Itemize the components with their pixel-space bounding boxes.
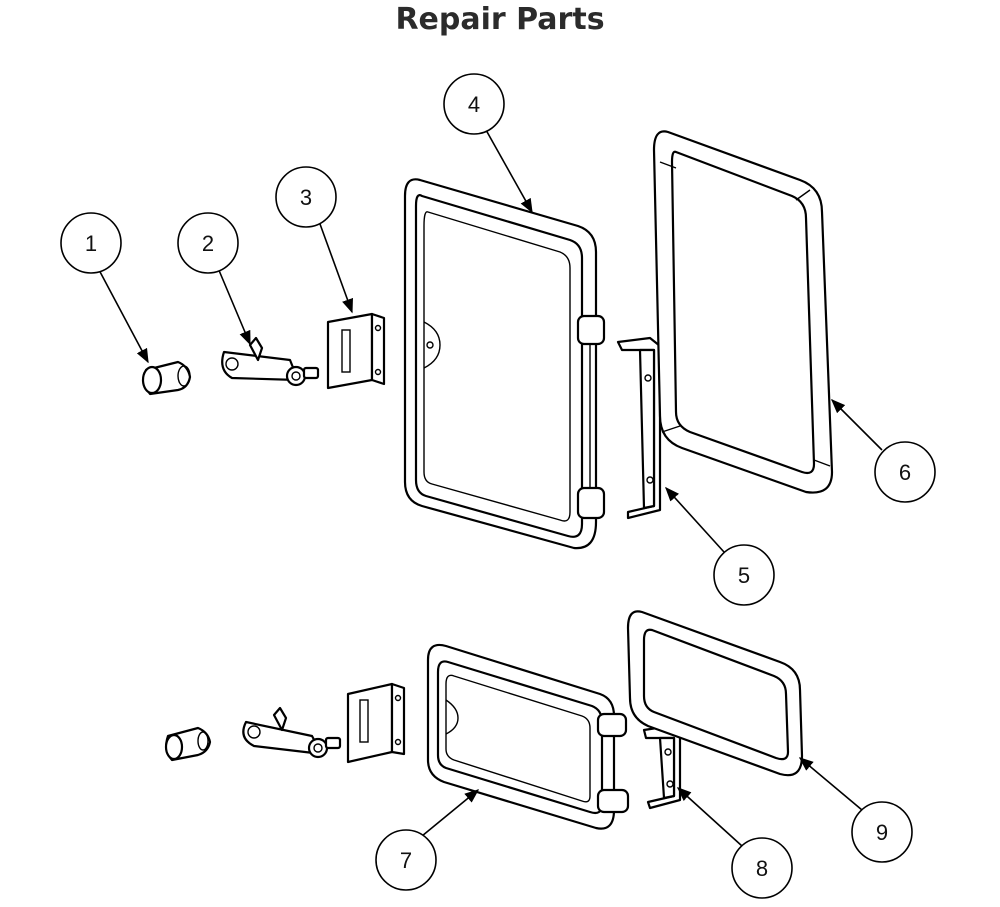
callout-4: 4 (443, 73, 505, 135)
bottom-keeper (346, 682, 406, 764)
svg-text:1: 1 (85, 231, 97, 256)
callout-6: 6 (874, 441, 936, 503)
callout-5: 5 (713, 544, 775, 606)
bottom-plug (164, 726, 212, 762)
callout-9: 9 (851, 801, 913, 863)
svg-text:6: 6 (899, 460, 911, 485)
callout-2: 2 (177, 212, 239, 274)
page-title: Repair Parts (395, 2, 605, 37)
callout-7: 7 (375, 829, 437, 891)
part-5-hinge-bracket (616, 336, 662, 520)
part-1-plug (141, 360, 192, 396)
part-8-small-hinge (642, 724, 682, 810)
part-3-keeper (326, 312, 386, 390)
part-6-gasket (652, 130, 834, 494)
part-4-door-frame (403, 178, 606, 550)
svg-text:9: 9 (876, 820, 888, 845)
part-7-small-door-frame (426, 643, 630, 830)
part-2-latch-bracket (221, 336, 320, 387)
bottom-latch-bracket (242, 706, 342, 759)
svg-text:7: 7 (400, 848, 412, 873)
part-9-small-gasket (626, 610, 804, 777)
svg-text:2: 2 (202, 231, 214, 256)
svg-text:5: 5 (738, 563, 750, 588)
svg-text:8: 8 (756, 856, 768, 881)
callout-1: 1 (60, 212, 122, 274)
svg-text:4: 4 (468, 92, 480, 117)
svg-text:3: 3 (300, 185, 312, 210)
callout-3: 3 (275, 166, 337, 228)
callout-8: 8 (731, 837, 793, 899)
leader-lines (97, 129, 883, 847)
